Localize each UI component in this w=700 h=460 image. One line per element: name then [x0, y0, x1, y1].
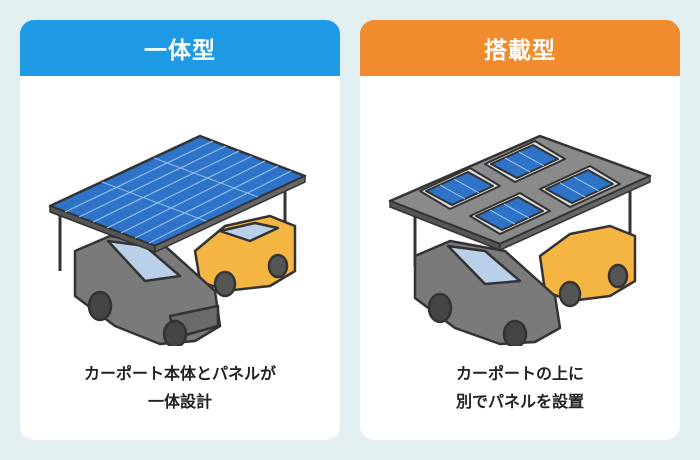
integrated-solar-roof — [48, 134, 307, 254]
caption-line: カーポート本体とパネルが — [83, 364, 276, 383]
card-title: 搭載型 — [360, 20, 680, 76]
grey-car — [413, 239, 562, 346]
integrated-carport-illustration — [48, 134, 307, 346]
card-caption: カーポートの上に 別でパネルを設置 — [360, 360, 680, 416]
mounted-type-card: 搭載型 — [360, 20, 680, 440]
yellow-car — [538, 224, 637, 308]
solar-panel — [484, 140, 566, 183]
caption-line: 別でパネルを設置 — [455, 392, 584, 411]
solar-panel — [539, 165, 621, 208]
solar-panel — [469, 192, 551, 235]
yellow-car — [193, 214, 297, 298]
caption-line: 一体設計 — [147, 392, 212, 411]
solar-panel — [419, 167, 501, 210]
caption-line: カーポートの上に — [455, 364, 584, 383]
card-title: 一体型 — [20, 20, 340, 76]
card-caption: カーポート本体とパネルが 一体設計 — [20, 360, 340, 416]
integrated-type-card: 一体型 — [20, 20, 340, 440]
mounted-carport-illustration — [388, 134, 652, 346]
grey-car — [73, 234, 222, 346]
